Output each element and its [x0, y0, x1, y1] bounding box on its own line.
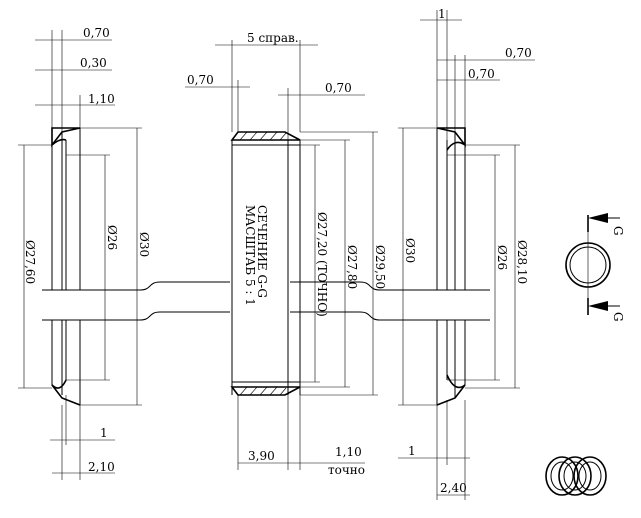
center-dim-3-90: 3,90 — [248, 449, 275, 463]
center-diameter-29-50: Ø29,50 — [373, 245, 387, 289]
center-dim-note: точно — [328, 463, 365, 477]
section-arrow-bottom-icon — [588, 301, 608, 311]
center-diameter-27-80: Ø27,80 — [345, 245, 359, 289]
left-dim-0-70: 0,70 — [83, 26, 110, 40]
center-diameter-27-20: Ø27,20 (ТОЧНО) — [315, 212, 329, 317]
section-label-bottom: G — [611, 312, 625, 322]
left-dim-bottom-1: 1 — [100, 426, 108, 440]
section-title: СЕЧЕНИЕ G-G — [255, 205, 269, 298]
right-part: 1 0,70 0,70 Ø30 Ø26 Ø28,10 1 2,40 — [398, 7, 535, 500]
right-diameter-30: Ø30 — [403, 238, 417, 263]
right-diameter-26: Ø26 — [495, 245, 509, 270]
left-dim-0-30: 0,30 — [80, 56, 107, 70]
center-part: 5 справ. 0,70 0,70 СЕЧЕНИЕ G-G МАСШТАБ 5… — [185, 31, 387, 477]
isometric-rings — [545, 456, 607, 496]
break-lines — [42, 281, 490, 321]
section-marker: G G — [565, 213, 625, 322]
ring-icon — [573, 456, 607, 496]
left-diameter-26: Ø26 — [105, 225, 119, 250]
right-dim-top-1: 1 — [438, 7, 446, 21]
left-dim-bottom-2-10: 2,10 — [88, 460, 115, 474]
right-dim-0-70-b: 0,70 — [468, 67, 495, 81]
center-dim-left-0-70: 0,70 — [187, 73, 214, 87]
center-dim-1-10: 1,10 — [335, 445, 362, 459]
right-dim-0-70-a: 0,70 — [505, 46, 532, 60]
section-scale: МАСШТАБ 5 : 1 — [243, 205, 257, 306]
right-dim-bottom-2-40: 2,40 — [440, 481, 467, 495]
left-dim-1-10: 1,10 — [88, 92, 115, 106]
ring-icon — [558, 456, 592, 496]
right-dim-bottom-1: 1 — [408, 444, 416, 458]
section-arrow-top-icon — [588, 213, 608, 223]
left-part: 0,70 0,30 1,10 Ø27,60 Ø26 Ø30 1 2,10 — [18, 26, 151, 480]
left-diameter-27-60: Ø27,60 — [23, 240, 37, 284]
center-dim-5-ref: 5 справ. — [247, 31, 299, 45]
ring-icon — [545, 456, 579, 496]
left-diameter-30: Ø30 — [137, 232, 151, 257]
section-label-top: G — [611, 226, 625, 236]
right-diameter-28-10: Ø28,10 — [515, 240, 529, 284]
center-dim-right-0-70: 0,70 — [325, 81, 352, 95]
